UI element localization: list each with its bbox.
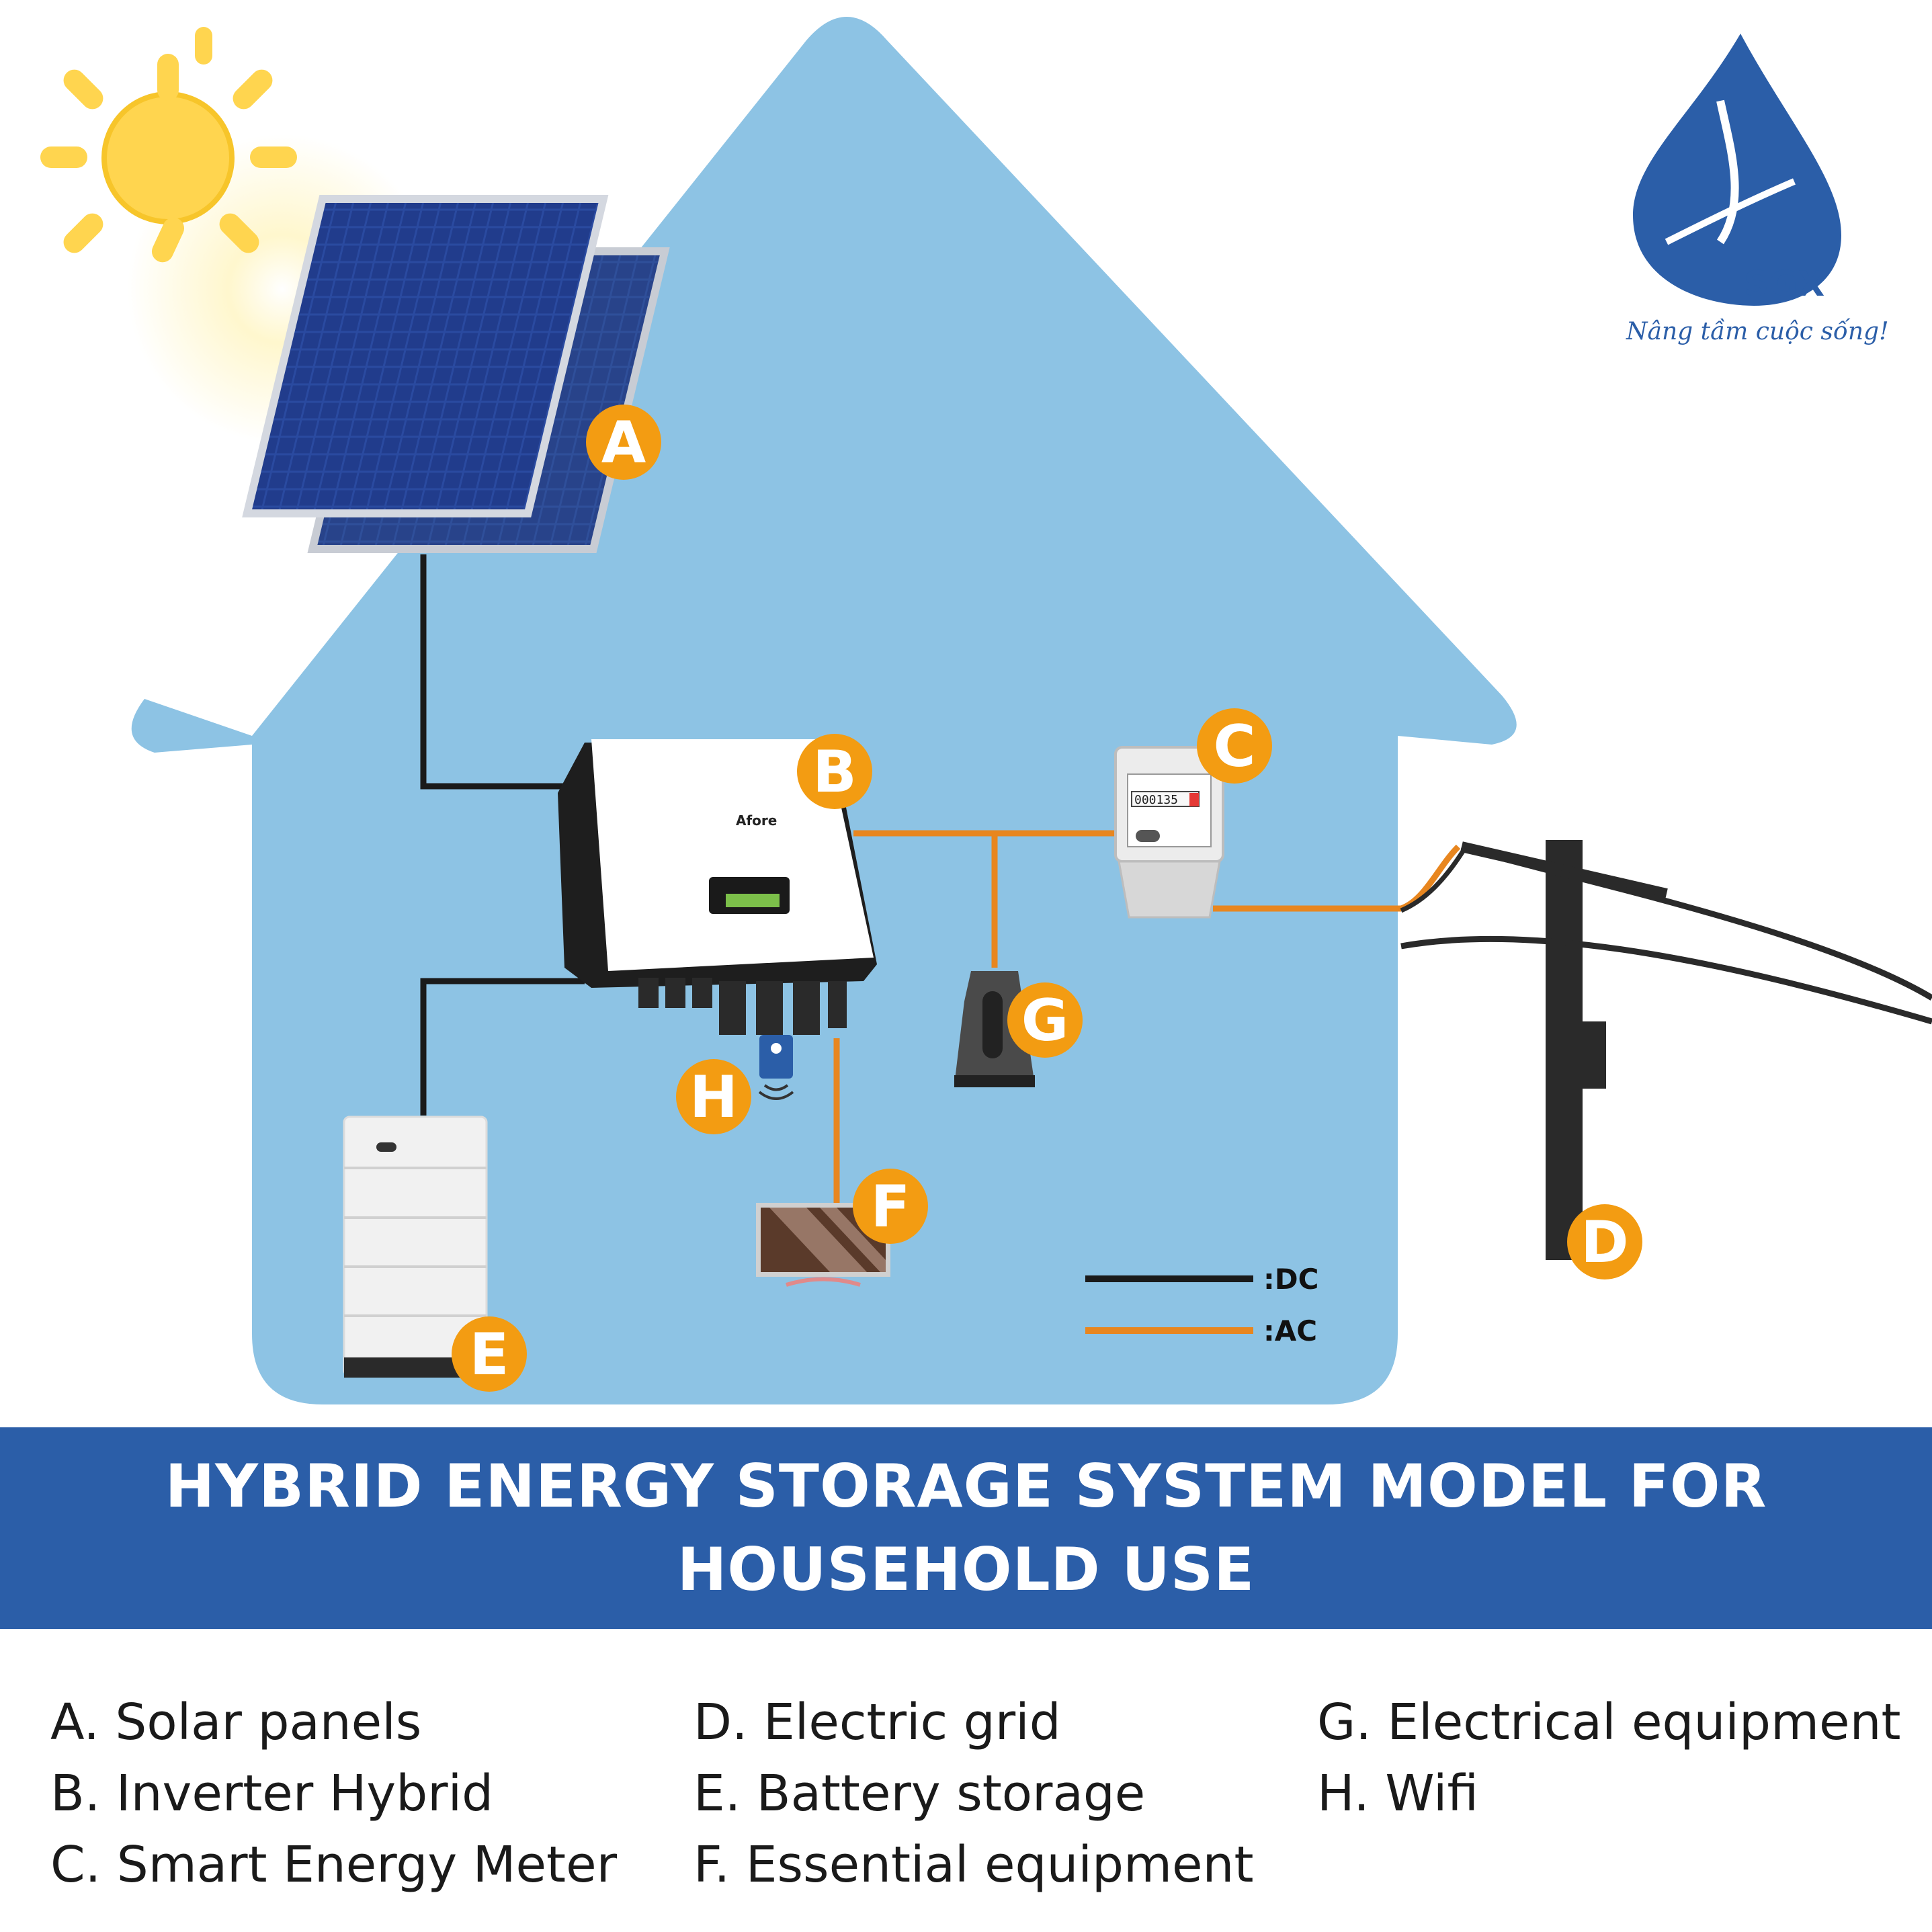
label-h-badge: H <box>676 1059 751 1134</box>
inverter-brand: Afore <box>736 812 777 829</box>
inverter-device: Afore <box>558 739 877 1035</box>
title-line-1: HYBRID ENERGY STORAGE SYSTEM MODEL FOR <box>165 1452 1767 1521</box>
wifi-dongle <box>758 1035 794 1100</box>
label-d: D <box>1581 1209 1628 1276</box>
battery-stack <box>343 1116 488 1378</box>
label-e-badge: E <box>452 1316 527 1392</box>
utility-pole <box>1400 840 1932 1260</box>
label-g: G <box>1021 987 1069 1054</box>
ac-wiring <box>833 830 1401 1206</box>
label-h: H <box>689 1064 738 1131</box>
label-d-badge: D <box>1567 1204 1642 1279</box>
legend-item: A. Solar panels <box>50 1693 422 1751</box>
label-b: B <box>812 739 857 806</box>
legend-item: D. Electric grid <box>694 1693 1061 1751</box>
logo-slogan: Nâng tầm cuộc sống! <box>1626 318 1889 345</box>
label-f-badge: F <box>853 1169 928 1244</box>
label-e: E <box>470 1321 509 1388</box>
legend-item: G. Electrical equipment <box>1317 1693 1901 1751</box>
line-key: :DC :AC <box>1085 1263 1318 1347</box>
label-f: F <box>871 1173 911 1241</box>
label-b-badge: B <box>797 734 872 809</box>
label-a-badge: A <box>586 405 661 480</box>
legend-column-2: D. Electric grid E. Battery storage F. E… <box>694 1687 1253 1900</box>
house-shape <box>131 17 1517 1404</box>
title-line-2: HOUSEHOLD USE <box>677 1535 1255 1604</box>
legend-column-1: A. Solar panels B. Inverter Hybrid C. Sm… <box>50 1687 617 1900</box>
logo-brand: SGX <box>1744 264 1824 304</box>
label-c: C <box>1213 713 1255 780</box>
sgx-logo: SGX Nâng tầm cuộc sống! <box>1626 34 1889 345</box>
label-c-badge: C <box>1197 708 1272 784</box>
meter-reading: 000135 <box>1134 793 1178 807</box>
dc-wiring <box>420 554 585 1116</box>
solar-panels <box>242 195 670 553</box>
legend-item: C. Smart Energy Meter <box>50 1836 618 1894</box>
legend-item: E. Battery storage <box>694 1765 1146 1822</box>
dc-key-label: :DC <box>1263 1263 1318 1296</box>
legend-column-3: G. Electrical equipment H. Wifi <box>1317 1687 1901 1829</box>
label-g-badge: G <box>1007 982 1083 1058</box>
smart-meter: 000135 <box>1114 746 1224 919</box>
legend-item: H. Wifi <box>1317 1765 1479 1822</box>
title-banner: HYBRID ENERGY STORAGE SYSTEM MODEL FOR H… <box>0 1427 1932 1629</box>
label-a: A <box>601 409 646 476</box>
legend-item: B. Inverter Hybrid <box>50 1765 494 1822</box>
ac-key-label: :AC <box>1263 1314 1317 1347</box>
legend-item: F. Essential equipment <box>694 1836 1254 1894</box>
